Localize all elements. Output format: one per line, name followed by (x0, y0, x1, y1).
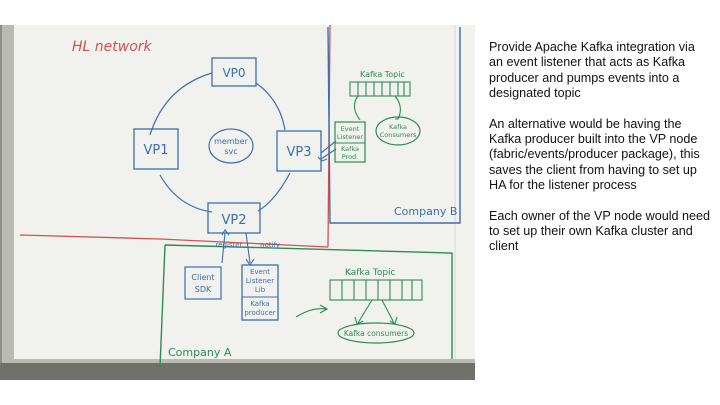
whiteboard-surface (14, 25, 475, 359)
hl-network-label: HL network (72, 39, 153, 55)
company-b-kafka-topic (349, 81, 411, 97)
client-sdk-line1: Client (191, 273, 214, 282)
company-b-region: Company B (327, 26, 461, 224)
company-a-event-listener: Event Listener Lib Kafka producer (241, 264, 279, 321)
kafka-producer-line2: producer (244, 309, 275, 317)
node-vp0: VP0 (211, 57, 257, 87)
member-svc-line2: svc (224, 147, 237, 156)
register-notify-arrows (221, 229, 255, 266)
note-paragraph-3: Each owner of the VP node would need to … (489, 208, 711, 254)
notify-label: notify (260, 241, 280, 249)
company-b-event-listener: Event Listener Kafka Prod. (334, 121, 366, 163)
register-label: register (216, 241, 243, 249)
company-a-kafka-topic (329, 279, 423, 301)
client-sdk: Client SDK (184, 266, 222, 300)
company-b-kafka-prod-line2: Prod. (342, 153, 359, 161)
kafka-producer-line1: Kafka (250, 300, 269, 308)
note-paragraph-1: Provide Apache Kafka integration via an … (489, 40, 695, 101)
vp3-to-listener-arrow (317, 140, 337, 162)
node-vp1: VP1 (133, 128, 179, 170)
whiteboard-photo: HL network VP0 VP1 VP3 VP2 member svc Co… (0, 25, 475, 380)
node-vp2-label: VP2 (221, 213, 246, 228)
company-b-kafka-prod-line1: Kafka (341, 145, 359, 153)
note-paragraph-2: An alternative would be having the Kafka… (489, 116, 700, 193)
company-b-kafka-consumers-line1: Kafka (389, 123, 407, 131)
board-tray (0, 363, 475, 380)
member-svc: member svc (208, 128, 254, 164)
company-a-kafka-topic-label: Kafka Topic (345, 268, 396, 278)
company-b-label: Company B (394, 205, 457, 218)
company-b-kafka-consumers-line2: Consumers (380, 131, 417, 139)
node-vp3-label: VP3 (286, 145, 311, 160)
node-vp0-label: VP0 (222, 66, 245, 80)
member-svc-line1: member (214, 137, 249, 146)
company-b-kafka-consumers: Kafka Consumers (375, 116, 421, 146)
company-b-event-listener-line1: Event (341, 125, 360, 133)
company-a-label: Company A (168, 346, 232, 359)
client-sdk-line2: SDK (195, 285, 212, 294)
node-vp1-label: VP1 (143, 143, 168, 158)
producer-to-topic-arrow (295, 304, 329, 318)
node-vp2: VP2 (207, 202, 261, 234)
company-a-kafka-consumers-label: Kafka consumers (344, 329, 408, 338)
event-listener-line1: Event (250, 268, 270, 276)
company-b-kafka-topic-label: Kafka Topic (360, 70, 405, 79)
vp-ring (149, 72, 291, 213)
event-listener-line3: Lib (255, 286, 266, 294)
node-vp3: VP3 (276, 130, 322, 172)
notes-panel: Provide Apache Kafka integration via an … (489, 40, 711, 270)
company-b-event-listener-line2: Listener (337, 133, 363, 141)
company-a-kafka-consumers: Kafka consumers (337, 322, 415, 344)
company-a-region: Company A (159, 244, 453, 368)
event-listener-line2: Listener (246, 277, 274, 285)
